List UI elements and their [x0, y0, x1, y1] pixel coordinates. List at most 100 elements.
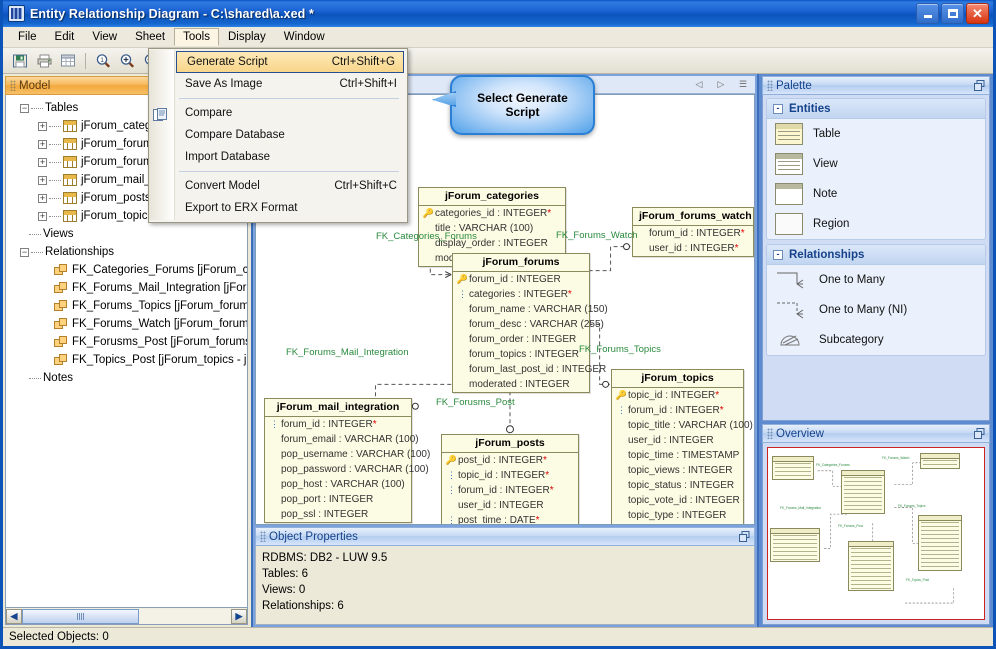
- menu-item-compare-database[interactable]: Compare Database: [175, 124, 405, 146]
- expander-icon[interactable]: +: [38, 174, 47, 185]
- overview-table: [920, 453, 960, 469]
- menu-item-generate-script[interactable]: Generate Script Ctrl+Shift+G: [176, 51, 404, 73]
- close-button[interactable]: ✕: [966, 3, 989, 24]
- prev-sheet-icon[interactable]: ◁: [695, 79, 703, 89]
- expander-icon[interactable]: +: [38, 156, 47, 167]
- tree-label: FK_Forusms_Post [jForum_forums - jForum_…: [72, 336, 248, 348]
- minimize-button[interactable]: [916, 3, 939, 24]
- tools-dropdown-menu[interactable]: Generate Script Ctrl+Shift+G Save As Ima…: [148, 48, 408, 223]
- tree-node-jforum-forums[interactable]: + jForum_forums: [8, 135, 245, 153]
- expander-icon[interactable]: −: [20, 246, 29, 257]
- palette-item-one-to-many[interactable]: One to Many: [767, 265, 985, 295]
- tree-node-jforum-topics[interactable]: + jForum_topics: [8, 207, 245, 225]
- status-text: Selected Objects: 0: [9, 631, 109, 643]
- tree-node-fk-forusms-post[interactable]: FK_Forusms_Post [jForum_forums - jForum_…: [8, 333, 248, 351]
- menu-view[interactable]: View: [92, 31, 118, 43]
- restore-icon[interactable]: [974, 80, 985, 91]
- subcategory-icon: [775, 329, 809, 351]
- palette-item-one-to-many-ni[interactable]: One to Many (NI): [767, 295, 985, 325]
- menu-items: Generate Script Ctrl+Shift+G Save As Ima…: [175, 50, 407, 220]
- relationship-label-categories-forums: FK_Categories_Forums: [376, 231, 477, 242]
- maximize-button[interactable]: [941, 3, 964, 24]
- er-table-jforum-forums-watch[interactable]: jForum_forums_watch forum_id : INTEGER* …: [632, 207, 754, 257]
- one-to-many-ni-icon: [775, 299, 809, 321]
- tree-label: jForum_topics: [81, 210, 154, 222]
- menu-item-shortcut: Ctrl+Shift+G: [331, 56, 395, 68]
- fk-icon: [54, 336, 68, 348]
- er-column: forum_name : VARCHAR (150): [469, 304, 608, 315]
- table-icon[interactable]: [57, 50, 79, 71]
- palette-item-region[interactable]: Region: [767, 209, 985, 239]
- palette-group-entities-header[interactable]: - Entities: [767, 99, 985, 119]
- collapse-icon[interactable]: -: [773, 103, 783, 114]
- zoom-actual-icon[interactable]: 1: [92, 50, 114, 71]
- menu-item-compare[interactable]: Compare: [175, 102, 405, 124]
- er-table-jforum-forums[interactable]: jForum_forums 🔑forum_id : INTEGER ⋮categ…: [452, 253, 608, 393]
- diagram-canvas[interactable]: jForum_categories 🔑categories_id : INTEG…: [255, 94, 755, 525]
- tree-node-fk-forums-mail-integration[interactable]: FK_Forums_Mail_Integration [jForum_forum…: [8, 279, 247, 297]
- expander-icon[interactable]: +: [38, 192, 47, 203]
- palette-item-label: One to Many: [819, 274, 885, 286]
- expander-icon[interactable]: +: [38, 120, 47, 131]
- tree-label: FK_Topics_Post [jForum_topics - jForum_p…: [72, 354, 247, 366]
- menu-edit[interactable]: Edit: [54, 31, 75, 43]
- palette-item-table[interactable]: Table: [767, 119, 985, 149]
- next-sheet-icon[interactable]: ▷: [717, 79, 725, 89]
- tree-node-views[interactable]: Views: [8, 225, 245, 243]
- menu-gutter: [149, 50, 175, 220]
- title-bar: Entity Relationship Diagram - C:\shared\…: [3, 0, 993, 27]
- menu-file[interactable]: File: [18, 31, 37, 43]
- print-icon[interactable]: [33, 50, 55, 71]
- menu-sheet[interactable]: Sheet: [135, 31, 166, 43]
- er-table-jforum-mail-integration[interactable]: jForum_mail_integration ⋮forum_id : INTE…: [264, 398, 430, 523]
- compare-icon: [153, 108, 169, 122]
- palette-group-relationships-header[interactable]: - Relationships: [767, 245, 985, 265]
- menu-display[interactable]: Display: [228, 31, 266, 43]
- scroll-track[interactable]: [22, 608, 231, 624]
- restore-icon[interactable]: [974, 428, 985, 439]
- menu-item-import-database[interactable]: Import Database: [175, 146, 405, 168]
- sheet-list-icon[interactable]: ☰: [738, 79, 748, 89]
- er-column: pop_password : VARCHAR (100): [281, 464, 429, 475]
- tree-node-jforum-posts[interactable]: + jForum_posts: [8, 189, 245, 207]
- tree-node-fk-forums-topics[interactable]: FK_Forums_Topics [jForum_forums - jForum…: [8, 297, 247, 315]
- fk-icon: [54, 318, 68, 330]
- er-column: display_order : INTEGER: [435, 238, 548, 249]
- tree-node-fk-topics-post[interactable]: FK_Topics_Post [jForum_topics - jForum_p…: [8, 351, 247, 369]
- overview-label: FK_Categories_Forums: [816, 463, 850, 467]
- overview-canvas[interactable]: FK_Categories_Forums FK_Forums_Watch FK_…: [767, 447, 985, 620]
- er-column: forum_order : INTEGER: [469, 334, 577, 345]
- scroll-left-button[interactable]: ◀: [6, 608, 22, 624]
- tree-node-fk-forums-watch[interactable]: FK_Forums_Watch [jForum_forums - jForum_…: [8, 315, 247, 333]
- restore-icon[interactable]: [739, 531, 750, 542]
- tree-node-tables[interactable]: − Tables: [8, 99, 245, 117]
- tree-node-fk-categories-forums[interactable]: FK_Categories_Forums [jForum_categories …: [8, 261, 247, 279]
- menu-item-label: Convert Model: [185, 180, 260, 192]
- er-table-jforum-topics[interactable]: jForum_topics 🔑topic_id : INTEGER* ⋮foru…: [611, 369, 753, 524]
- scroll-right-button[interactable]: ▶: [231, 608, 247, 624]
- palette-item-note[interactable]: Note: [767, 179, 985, 209]
- save-icon[interactable]: [9, 50, 31, 71]
- menu-tools[interactable]: Tools: [174, 28, 219, 46]
- palette-item-subcategory[interactable]: Subcategory: [767, 325, 985, 355]
- scroll-thumb[interactable]: [22, 608, 140, 624]
- er-column: forum_last_post_id : INTEGER: [469, 364, 607, 375]
- expander-icon[interactable]: +: [38, 210, 47, 221]
- er-table-jforum-posts[interactable]: jForum_posts 🔑post_id : INTEGER* ⋮topic_…: [441, 434, 579, 524]
- tree-node-relationships[interactable]: − Relationships: [8, 243, 245, 261]
- menu-item-convert-model[interactable]: Convert Model Ctrl+Shift+C: [175, 175, 405, 197]
- collapse-icon[interactable]: -: [773, 249, 783, 260]
- fk-icon: ⋮: [617, 405, 626, 415]
- palette-item-view[interactable]: View: [767, 149, 985, 179]
- menu-window[interactable]: Window: [283, 31, 325, 43]
- status-bar: Selected Objects: 0: [3, 627, 993, 646]
- tree-node-notes[interactable]: Notes: [8, 369, 245, 387]
- expander-icon[interactable]: −: [20, 102, 29, 113]
- model-tree-hscrollbar[interactable]: ◀ ▶: [5, 608, 248, 625]
- menu-item-save-as-image[interactable]: Save As Image Ctrl+Shift+I: [175, 73, 405, 95]
- fk-icon: [54, 354, 68, 366]
- expander-icon[interactable]: +: [38, 138, 47, 149]
- zoom-in-icon[interactable]: [116, 50, 138, 71]
- palette-item-label: Table: [813, 128, 841, 140]
- menu-item-export-to-erx-format[interactable]: Export to ERX Format: [175, 197, 405, 219]
